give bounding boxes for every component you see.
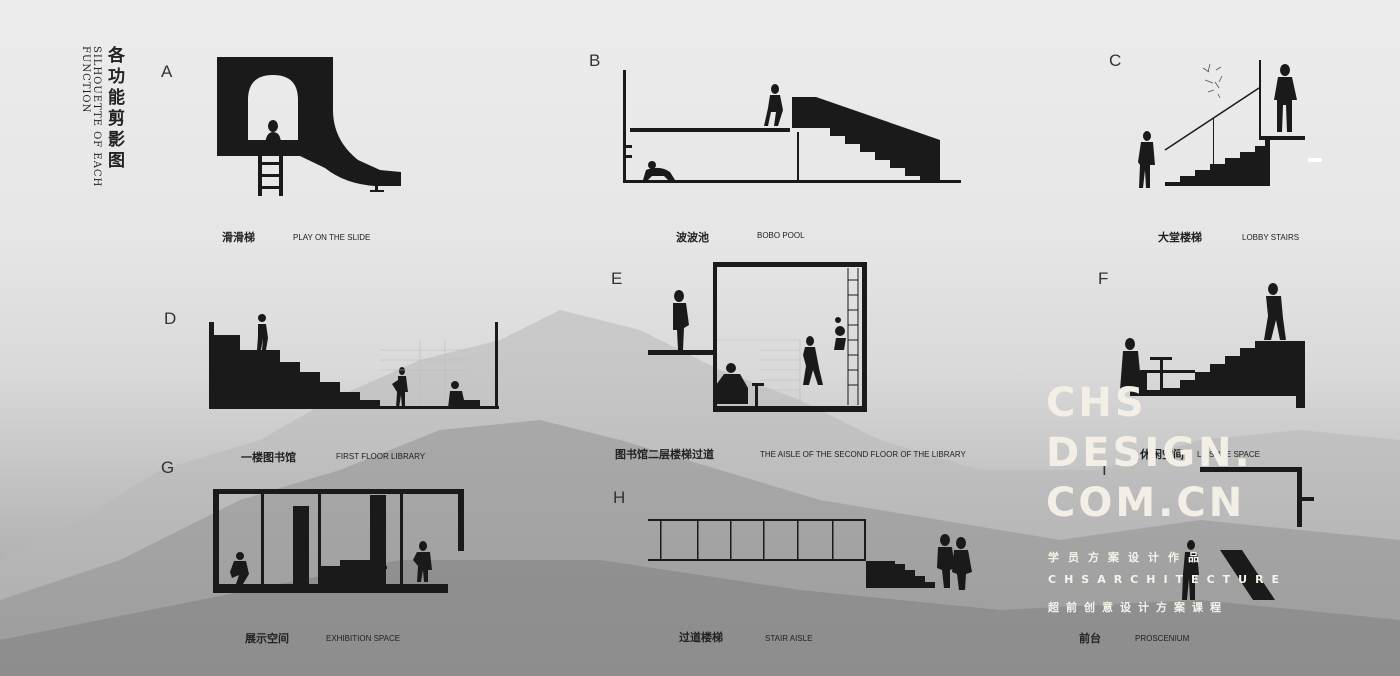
watermark-logo: CHS DESIGN. COM.CN [1046, 378, 1253, 528]
sketch-e-aisle [648, 262, 867, 412]
caption-en-b: BOBO POOL [757, 231, 805, 240]
caption-en-h: STAIR AISLE [765, 634, 813, 643]
caption-zh-i: 前台 [1079, 632, 1101, 645]
panel-letter-b: B [589, 51, 601, 70]
panel-letter-h: H [613, 488, 626, 507]
panel-letter-g: G [161, 458, 175, 477]
panel-letter-d: D [164, 309, 177, 328]
sketch-i-proscenium [1182, 467, 1314, 600]
caption-zh-h: 过道楼梯 [679, 631, 723, 644]
watermark-sub2: CHSARCHITECTURE [1048, 573, 1288, 586]
sketch-a-slide [217, 57, 401, 196]
caption-zh-c: 大堂楼梯 [1158, 231, 1202, 244]
watermark-sub1: 学员方案设计作品 [1048, 551, 1208, 564]
watermark-line2: DESIGN. [1046, 430, 1253, 476]
title-chinese: 各功能剪影图 [104, 46, 124, 172]
caption-zh-b: 波波池 [676, 231, 709, 244]
sketch-h-stairaisle [648, 519, 972, 590]
sketch-b-ballpool [623, 70, 961, 183]
title-english: SILHOUETTE OF EACH FUNCTION [80, 46, 102, 188]
watermark-sub3: 超前创意设计方案课程 [1048, 601, 1228, 614]
caption-zh-d: 一楼图书馆 [241, 451, 296, 464]
sketch-c-lobbystairs [1138, 60, 1322, 188]
caption-zh-a: 滑滑梯 [222, 231, 255, 244]
caption-en-f: LEISURE SPACE [1197, 450, 1260, 459]
sketch-f-leisure [1120, 283, 1305, 408]
caption-en-g: EXHIBITION SPACE [326, 634, 401, 643]
caption-zh-g: 展示空间 [245, 632, 289, 645]
caption-zh-e: 图书馆二层楼梯过道 [615, 448, 714, 461]
panel-letter-a: A [161, 62, 173, 81]
caption-en-c: LOBBY STAIRS [1242, 233, 1300, 242]
panel-letter-c: C [1109, 51, 1122, 70]
panel-letter-e: E [611, 269, 623, 288]
caption-zh-f: 休闲空间 [1140, 448, 1184, 461]
watermark-line1: CHS [1046, 380, 1147, 426]
panel-letter-i: I [1102, 460, 1107, 479]
caption-en-d: FIRST FLOOR LIBRARY [336, 452, 426, 461]
sketch-d-library [209, 314, 499, 409]
panel-letter-f: F [1098, 269, 1109, 288]
vertical-title: 各功能剪影图 SILHOUETTE OF EACH FUNCTION [80, 46, 128, 226]
caption-en-i: PROSCENIUM [1135, 634, 1190, 643]
watermark-line3: COM.CN [1046, 480, 1246, 526]
caption-en-a: PLAY ON THE SLIDE [293, 233, 371, 242]
sketch-g-exhibition [213, 489, 464, 593]
caption-en-e: THE AISLE OF THE SECOND FLOOR OF THE LIB… [760, 450, 966, 459]
